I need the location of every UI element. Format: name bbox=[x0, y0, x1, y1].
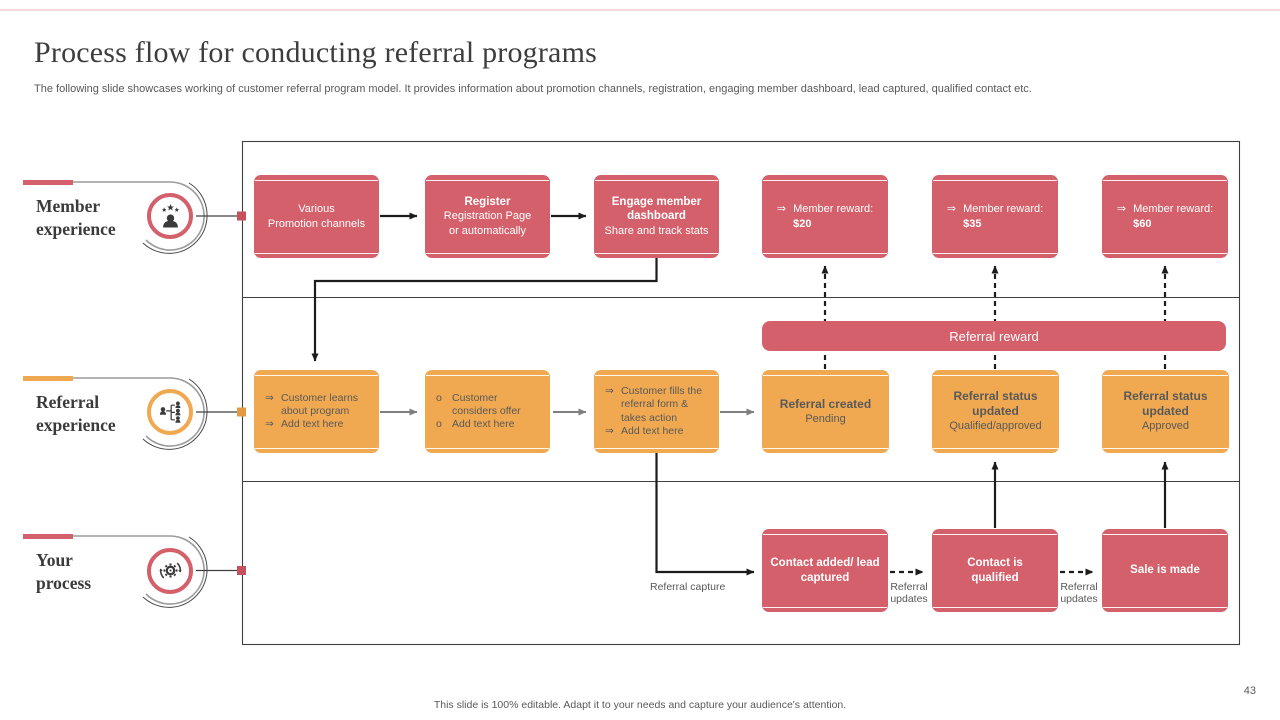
circle-bullet: o bbox=[436, 391, 442, 404]
box-text: Promotion channels bbox=[267, 217, 366, 230]
process-lane-badge bbox=[147, 547, 193, 594]
box-customer-considers-offer: o Customer considers offer o Add text he… bbox=[425, 370, 550, 453]
member-stars-icon bbox=[161, 203, 179, 228]
process-gear-icon bbox=[158, 562, 182, 579]
member-lane-accent-bar bbox=[23, 179, 73, 185]
label-referral-updates-2: Referral updates bbox=[1060, 581, 1098, 606]
box-text: Registration Page bbox=[443, 210, 532, 223]
reward-label: Member reward: bbox=[1133, 203, 1214, 216]
bullet-text: Add text here bbox=[281, 418, 344, 431]
box-text: Qualified/approved bbox=[949, 420, 1042, 433]
footer-note: This slide is 100% editable. Adapt it to… bbox=[433, 699, 847, 711]
process-lane-accent-bar bbox=[23, 533, 73, 539]
box-title: Register bbox=[464, 196, 511, 209]
process-row-arrows bbox=[655, 453, 1169, 576]
bullet-text: Add text here bbox=[452, 418, 515, 431]
box-contact-added-lead-captured: Contact added/ lead captured bbox=[762, 529, 888, 612]
box-customer-fills-referral-form: ⇒ Customer fills the referral form & tak… bbox=[594, 370, 719, 453]
arrow-bullet: ⇒ bbox=[946, 203, 957, 216]
box-referral-status-approved: Referral status updated Approved bbox=[1102, 370, 1229, 453]
bullet-text: Customer fills the referral form & takes… bbox=[621, 385, 703, 424]
process-lane-label: Your process bbox=[36, 549, 176, 595]
arrow-bullet: ⇒ bbox=[1116, 203, 1127, 216]
box-title: Contact added/ lead captured bbox=[770, 557, 880, 584]
reward-label: Member reward: bbox=[793, 203, 874, 216]
box-title: Referral status updated bbox=[953, 389, 1038, 419]
label-referral-updates-1: Referral updates bbox=[890, 581, 928, 606]
arrow-bullet: ⇒ bbox=[776, 203, 787, 216]
box-title: Engage member dashboard bbox=[611, 195, 702, 223]
box-member-reward-20: ⇒ Member reward: $20 bbox=[762, 175, 888, 258]
member-lane-badge bbox=[147, 193, 193, 239]
lane-label-line: experience bbox=[36, 219, 116, 239]
box-referral-status-qualified: Referral status updated Qualified/approv… bbox=[932, 370, 1059, 453]
lane-label-line: experience bbox=[36, 415, 116, 435]
arrow-bullet: ⇒ bbox=[265, 391, 274, 404]
box-register: Register Registration Page or automatica… bbox=[425, 175, 550, 258]
diagram-frame bbox=[241, 140, 1241, 646]
lane-label-line: Your bbox=[36, 550, 73, 570]
box-text: Pending bbox=[805, 412, 846, 425]
banner-referral-reward: Referral reward bbox=[762, 321, 1226, 351]
arrow-bullet: ⇒ bbox=[605, 424, 614, 437]
box-title: Referral status updated bbox=[1123, 389, 1208, 419]
box-text: Various bbox=[298, 203, 335, 216]
box-member-reward-60: ⇒ Member reward: $60 bbox=[1102, 175, 1228, 258]
reward-amount: $35 bbox=[963, 217, 982, 230]
reward-dashed-arrows bbox=[821, 265, 1169, 369]
box-title: Sale is made bbox=[1130, 564, 1200, 577]
lane-label-line: Referral bbox=[36, 392, 100, 412]
bullet-text: Customer considers offer bbox=[452, 391, 521, 417]
page-number: 43 bbox=[1243, 685, 1256, 697]
box-member-reward-35: ⇒ Member reward: $35 bbox=[932, 175, 1058, 258]
top-accent-line bbox=[0, 9, 1280, 11]
box-engage-member-dashboard: Engage member dashboard Share and track … bbox=[594, 175, 719, 258]
box-text: Share and track stats bbox=[604, 224, 709, 237]
reward-amount: $20 bbox=[793, 217, 812, 230]
box-text: Approved bbox=[1141, 420, 1190, 433]
bullet-text: Add text here bbox=[621, 424, 684, 437]
referral-lane-accent-bar bbox=[23, 375, 73, 381]
reward-amount: $60 bbox=[1133, 217, 1152, 230]
arrow-bullet: ⇒ bbox=[605, 385, 614, 398]
label-referral-capture: Referral capture bbox=[650, 581, 726, 593]
lane-hooks bbox=[73, 181, 246, 608]
box-title: Contact is qualified bbox=[967, 557, 1023, 584]
lane-label-line: process bbox=[36, 573, 92, 593]
arrow-bullet: ⇒ bbox=[265, 418, 274, 431]
page-title: Process flow for conducting referral pro… bbox=[34, 36, 597, 69]
bullet-text: Customer learns about program bbox=[281, 391, 359, 417]
referral-lane-label: Referral experience bbox=[36, 391, 176, 437]
box-sale-is-made: Sale is made bbox=[1102, 529, 1228, 612]
box-customer-learns-about-program: ⇒ Customer learns about program ⇒ Add te… bbox=[254, 370, 379, 453]
referral-lane-badge bbox=[147, 389, 193, 435]
lane-label-line: Member bbox=[36, 196, 101, 216]
box-various-promotion-channels: Various Promotion channels bbox=[254, 175, 379, 258]
box-text: or automatically bbox=[448, 224, 527, 237]
member-lane-label: Member experience bbox=[36, 195, 176, 241]
member-row-arrows bbox=[311, 212, 658, 362]
box-referral-created: Referral created Pending bbox=[762, 370, 889, 453]
page-subtitle: The following slide showcases working of… bbox=[34, 83, 1032, 95]
box-contact-is-qualified: Contact is qualified bbox=[932, 529, 1058, 612]
circle-bullet: o bbox=[436, 418, 442, 431]
box-title: Referral created bbox=[779, 396, 872, 411]
reward-label: Member reward: bbox=[963, 203, 1044, 216]
referral-network-icon bbox=[159, 400, 180, 423]
